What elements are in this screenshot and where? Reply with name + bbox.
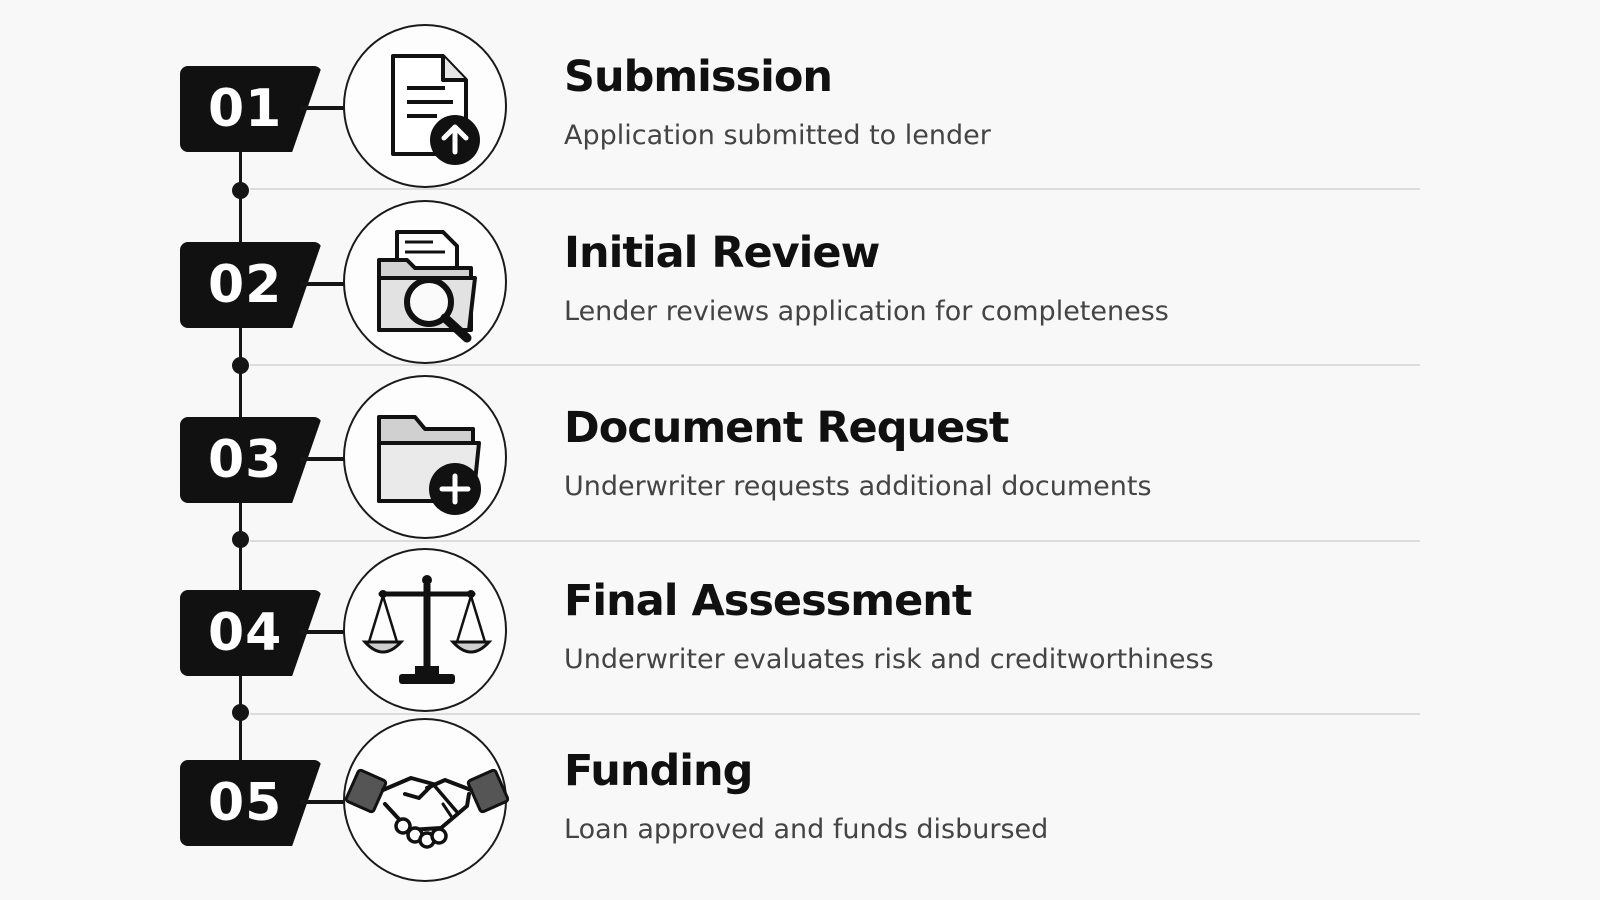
step-document-request: 03 Document Request Underwriter requests… — [0, 373, 1600, 545]
badge-connector — [300, 800, 346, 804]
badge-connector — [300, 282, 346, 286]
step-description: Underwriter requests additional document… — [564, 471, 1152, 502]
step-divider — [250, 540, 1420, 542]
step-divider — [250, 364, 1420, 366]
step-description: Underwriter evaluates risk and creditwor… — [564, 644, 1214, 675]
step-description: Lender reviews application for completen… — [564, 296, 1169, 327]
badge-connector — [300, 106, 346, 110]
step-funding: 05 Funding Loan approved and funds disbu… — [0, 716, 1600, 888]
step-number-badge: 05 — [180, 760, 322, 846]
step-title: Funding — [564, 746, 753, 796]
timeline-dot — [232, 182, 249, 199]
step-title: Submission — [564, 52, 833, 102]
badge-connector — [300, 630, 346, 634]
handshake-icon — [343, 718, 509, 882]
step-initial-review: 02 Initial Review Lender reviews applica… — [0, 198, 1600, 370]
step-title: Document Request — [564, 403, 1009, 453]
folder-magnifier-icon — [343, 200, 507, 364]
step-title: Initial Review — [564, 228, 880, 278]
step-divider — [250, 713, 1420, 715]
step-description: Application submitted to lender — [564, 120, 991, 151]
step-divider — [250, 188, 1420, 190]
document-upload-icon — [343, 24, 507, 188]
timeline-dot — [232, 704, 249, 721]
scales-icon — [343, 548, 507, 712]
step-title: Final Assessment — [564, 576, 972, 626]
timeline-dot — [232, 531, 249, 548]
step-submission: 01 Submission Application submitted to l… — [0, 22, 1600, 194]
badge-connector — [300, 457, 346, 461]
step-description: Loan approved and funds disbursed — [564, 814, 1049, 845]
folder-add-icon — [343, 375, 507, 539]
timeline-dot — [232, 357, 249, 374]
step-final-assessment: 04 Final Assessment Underwriter evaluate… — [0, 546, 1600, 718]
